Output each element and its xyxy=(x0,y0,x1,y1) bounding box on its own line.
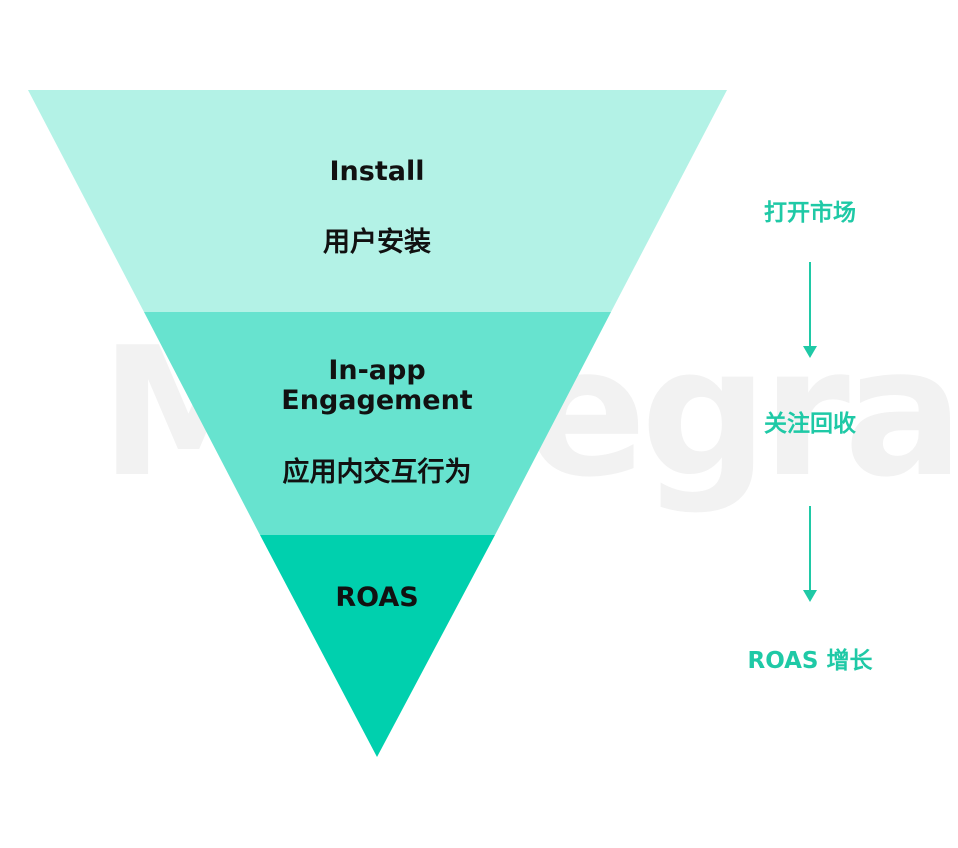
stage-engagement-title: In-app Engagement xyxy=(281,355,473,416)
stage-install-subtitle: 用户安装 xyxy=(323,227,431,258)
stage-install-title: Install xyxy=(329,156,425,187)
down-arrow-icon xyxy=(803,262,817,358)
stage-roas-title: ROAS xyxy=(335,582,419,613)
side-label-roas-growth: ROAS 增长 xyxy=(747,648,873,674)
side-label-focus-recovery: 关注回收 xyxy=(764,411,856,437)
side-label-open-market: 打开市场 xyxy=(764,200,856,226)
down-arrow-icon xyxy=(803,506,817,602)
stage-engagement-subtitle: 应用内交互行为 xyxy=(282,457,472,488)
funnel-segment-roas xyxy=(260,535,495,757)
funnel-segment-engagement xyxy=(144,312,611,535)
funnel-segment-install xyxy=(28,90,727,312)
